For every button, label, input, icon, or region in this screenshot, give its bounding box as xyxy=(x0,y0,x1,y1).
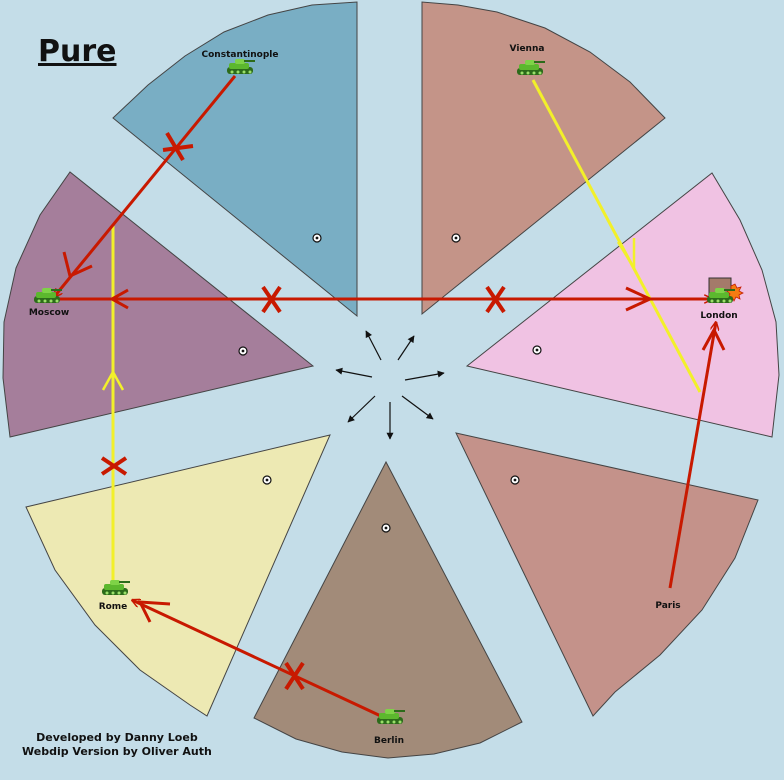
move-arrow-midheads xyxy=(62,251,726,623)
credit-line-webdip: Webdip Version by Oliver Auth xyxy=(22,745,212,758)
label-moscow: Moscow xyxy=(29,308,69,318)
territory-paris[interactable] xyxy=(455,432,759,717)
move-orders xyxy=(54,75,716,719)
credit-line-developer: Developed by Danny Loeb xyxy=(36,731,198,744)
move-constantinople-moscow xyxy=(54,75,237,297)
support-rome-moscow-arrowhead xyxy=(101,369,125,391)
territory-constantinople[interactable] xyxy=(112,1,358,318)
territory-vienna[interactable] xyxy=(421,1,666,316)
failed-order-marks xyxy=(100,131,506,691)
label-vienna: Vienna xyxy=(510,44,545,54)
support-vienna-london-arrowhead xyxy=(616,238,636,273)
failed-mark-rome-support xyxy=(100,456,128,476)
support-vienna-london xyxy=(531,79,702,393)
center-compass xyxy=(335,330,445,440)
label-berlin: Berlin xyxy=(374,736,404,746)
territory-moscow[interactable] xyxy=(2,171,315,438)
territory-rome[interactable] xyxy=(25,434,331,717)
map-credits: Developed by Danny Loeb Webdip Version b… xyxy=(22,731,212,759)
failed-mark-moscow-move-1 xyxy=(261,285,282,314)
failed-mark-constantinople-move xyxy=(162,131,194,162)
move-berlin-rome xyxy=(132,598,384,719)
supply-center-dots xyxy=(241,236,539,530)
move-paris-london xyxy=(668,322,716,589)
map-title: Pure xyxy=(38,34,117,69)
territory-berlin[interactable] xyxy=(253,460,523,759)
label-paris: Paris xyxy=(655,601,680,611)
label-constantinople: Constantinople xyxy=(202,50,279,60)
territory-london[interactable] xyxy=(465,172,780,438)
failed-mark-berlin-move xyxy=(284,661,305,691)
label-rome: Rome xyxy=(99,602,128,612)
failed-mark-moscow-move-2 xyxy=(485,285,506,314)
label-london: London xyxy=(700,311,737,321)
support-orders xyxy=(101,79,702,588)
